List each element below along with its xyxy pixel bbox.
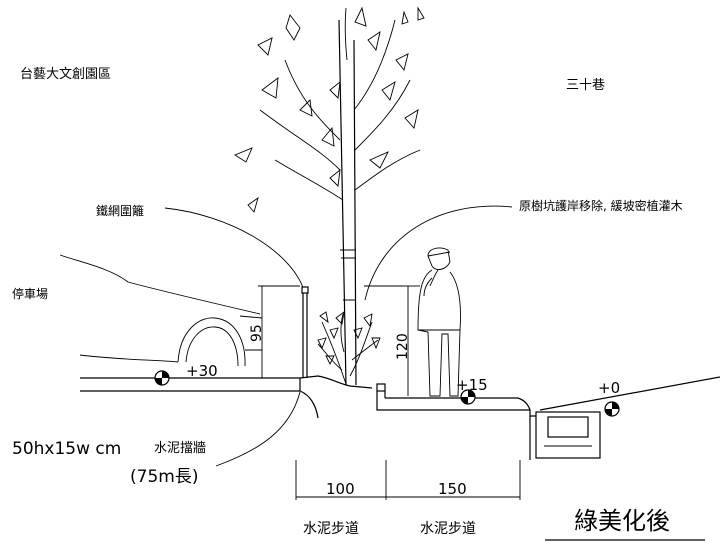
shrubs — [317, 310, 381, 385]
fence-leader-line — [164, 207, 305, 291]
parked-car — [59, 254, 263, 367]
elevation-right-label: +0 — [598, 379, 620, 397]
elevation-marker-left: +30 — [154, 362, 218, 386]
iron-mesh-fence — [301, 286, 309, 378]
wall-length: (75m長) — [130, 467, 198, 487]
elevation-left-label: +30 — [186, 362, 218, 380]
drain-channel — [535, 411, 601, 459]
walkway-label-left: 水泥步道 — [303, 521, 359, 537]
person-height-value: 120 — [395, 333, 411, 360]
fence-height-dimension: 95 — [249, 285, 300, 379]
walkway-label-right: 水泥步道 — [420, 521, 476, 537]
drawing-title: 綠美化後 — [574, 507, 670, 535]
wall-spec: 50hx15w cm — [12, 439, 121, 459]
tree-note-leader-line — [364, 205, 513, 301]
label-tree-note: 原樹坑護岸移除, 緩坡密植灌木 — [519, 198, 683, 213]
elevation-marker-right: +0 — [598, 379, 620, 417]
elevation-middle-label: +15 — [456, 376, 488, 394]
tree — [234, 6, 425, 386]
fence-height-value: 95 — [249, 324, 265, 342]
label-sanshi-lane: 三十巷 — [566, 78, 605, 93]
wall-name: 水泥擋牆 — [154, 441, 206, 456]
elevation-marker-middle: +15 — [456, 376, 488, 405]
ground-profile — [80, 375, 720, 460]
walkway-width-left: 100 — [326, 480, 355, 498]
walkway-dimensions: 100 150 — [295, 460, 521, 500]
person-height-dimension: 120 — [364, 285, 420, 396]
standing-person — [417, 247, 461, 397]
label-parking: 停車場 — [12, 286, 48, 301]
wall-leader-line — [215, 391, 301, 467]
walkway-width-right: 150 — [438, 480, 467, 498]
label-taiyi-park: 台藝大文創園區 — [20, 67, 111, 82]
label-fence: 鐵網圍籬 — [96, 203, 144, 218]
